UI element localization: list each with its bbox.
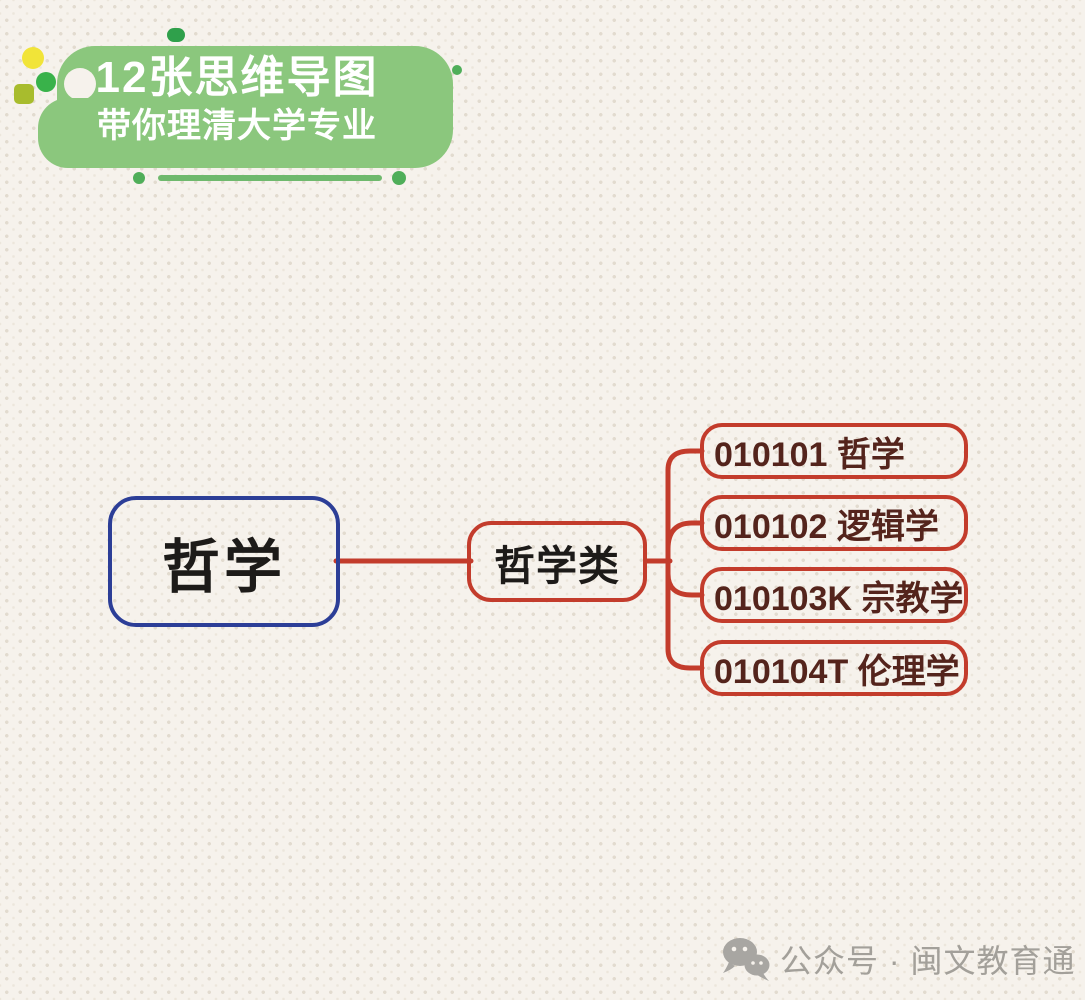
olive-square-icon <box>14 84 34 104</box>
badge-title: 12张思维导图 <box>95 53 379 102</box>
node-major-010103K: 010103K 宗教学 <box>700 567 968 623</box>
yellow-circle-icon <box>22 47 44 69</box>
green-dot-icon <box>452 65 462 75</box>
green-pill-icon <box>167 28 185 42</box>
badge-notch <box>64 68 96 100</box>
node-major-010102: 010102 逻辑学 <box>700 495 968 551</box>
branch-to-leaf-2 <box>665 520 705 552</box>
branch-to-leaf-3 <box>665 571 705 598</box>
node-major-label: 010104T 伦理学 <box>714 652 960 691</box>
green-dot-icon <box>133 172 145 184</box>
green-underline-icon <box>158 175 382 181</box>
node-root-label: 哲学 <box>161 534 286 600</box>
node-root-philosophy: 哲学 <box>108 496 340 627</box>
trunk-and-outer-branches <box>665 448 705 671</box>
node-major-010104T: 010104T 伦理学 <box>700 640 968 696</box>
node-major-label: 010101 哲学 <box>714 435 905 474</box>
watermark-text: 公众号 · 闽文教育通 <box>780 943 1076 979</box>
node-major-010101: 010101 哲学 <box>700 423 968 479</box>
watermark: 公众号 · 闽文教育通 <box>722 936 1075 982</box>
badge-text-block: 12张思维导图 带你理清大学专业 <box>57 53 417 147</box>
node-major-label: 010102 逻辑学 <box>714 507 939 546</box>
badge-bubble-tail <box>38 98 156 168</box>
badge-subtitle: 带你理清大学专业 <box>97 107 377 146</box>
node-major-label: 010103K 宗教学 <box>714 579 964 618</box>
green-circle-icon <box>36 72 56 92</box>
node-category-philosophy-class: 哲学类 <box>467 521 647 602</box>
wechat-icon <box>723 938 770 981</box>
green-dot-icon <box>392 171 406 185</box>
node-category-label: 哲学类 <box>494 542 620 589</box>
